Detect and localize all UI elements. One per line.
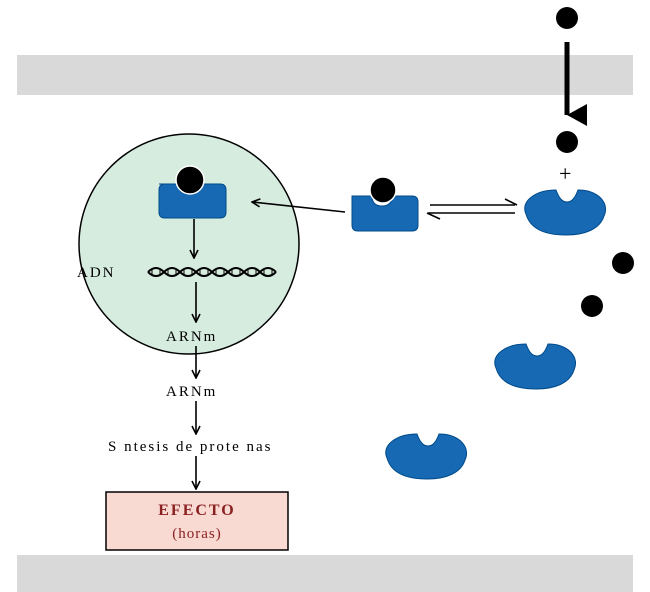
free-hormone-2 <box>581 295 603 317</box>
effect-title: EFECTO <box>158 502 236 519</box>
mrna-cytoplasm-label: ARNm <box>166 384 217 400</box>
nucleus <box>78 133 300 355</box>
plus-sign: + <box>559 161 571 186</box>
hormone-receptor-complex <box>351 195 419 232</box>
bound-hormone-nucleus <box>175 165 205 195</box>
free-receptor-2 <box>494 343 576 390</box>
free-receptor <box>524 189 606 236</box>
dna-label: ADN <box>77 265 116 281</box>
equilibrium-arrow-backward-head <box>426 212 441 220</box>
translocation-arrow <box>252 202 346 213</box>
equilibrium-arrow-forward-head <box>504 198 518 206</box>
bound-hormone-cytoplasm <box>369 176 397 204</box>
effect-time: (horas) <box>172 526 221 542</box>
effect-box <box>105 491 289 551</box>
hormone-ligand-inside <box>556 131 578 153</box>
lower-membrane <box>17 555 633 592</box>
mrna-nucleus-label: ARNm <box>166 329 217 345</box>
dna-helix <box>147 267 277 277</box>
protein-synthesis-label: S ntesis de prote nas <box>108 439 272 455</box>
free-hormone-1 <box>612 252 634 274</box>
free-receptor-3 <box>385 433 467 480</box>
hormone-ligand-top <box>556 7 578 29</box>
upper-membrane <box>17 55 633 95</box>
